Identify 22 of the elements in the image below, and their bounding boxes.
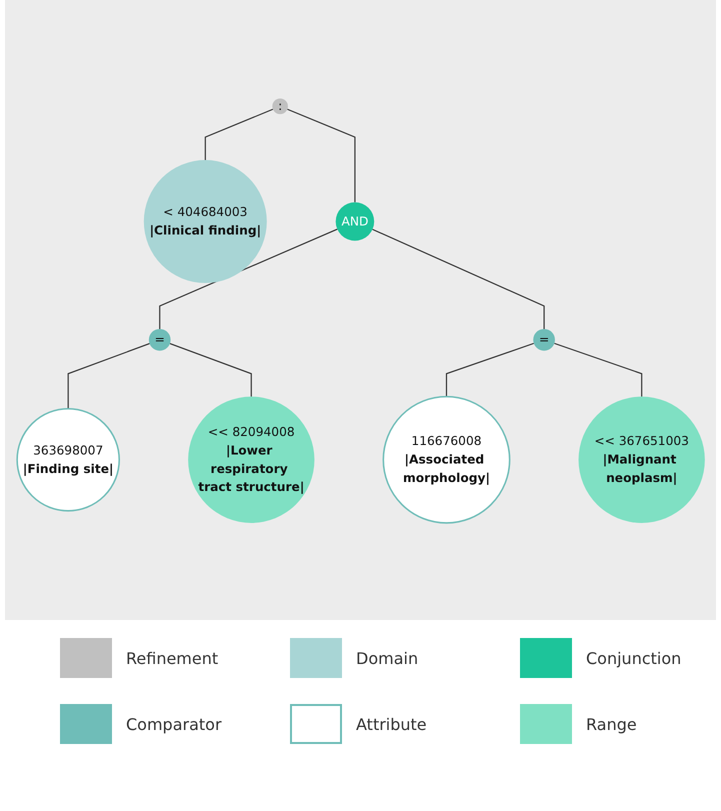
legend-label: Range bbox=[586, 714, 637, 734]
legend-label: Conjunction bbox=[586, 648, 682, 668]
node-circle: AND bbox=[335, 202, 374, 241]
node-circle: = bbox=[148, 328, 170, 351]
connector bbox=[445, 342, 534, 397]
node-circle: << 82094008 |Lower respiratory tract structure| bbox=[188, 396, 314, 523]
legend-label: Attribute bbox=[356, 714, 427, 734]
legend-label: Refinement bbox=[126, 648, 218, 668]
connector bbox=[286, 108, 355, 202]
node-circle: : bbox=[272, 98, 288, 114]
legend-label: Domain bbox=[356, 648, 418, 668]
connector bbox=[554, 342, 642, 397]
node-circle: << 367651003 |Malignant neoplasm| bbox=[578, 396, 704, 523]
connector bbox=[67, 343, 150, 409]
connector bbox=[372, 228, 544, 329]
node-circle: = bbox=[532, 328, 554, 351]
node-circle: 363698007 |Finding site| bbox=[16, 408, 120, 512]
connector bbox=[204, 108, 273, 160]
connector bbox=[169, 343, 252, 397]
node-circle: < 404684003 |Clinical finding| bbox=[143, 160, 266, 283]
legend-label: Comparator bbox=[126, 714, 222, 734]
node-circle: 116676008 |Associated morphology| bbox=[382, 396, 510, 524]
